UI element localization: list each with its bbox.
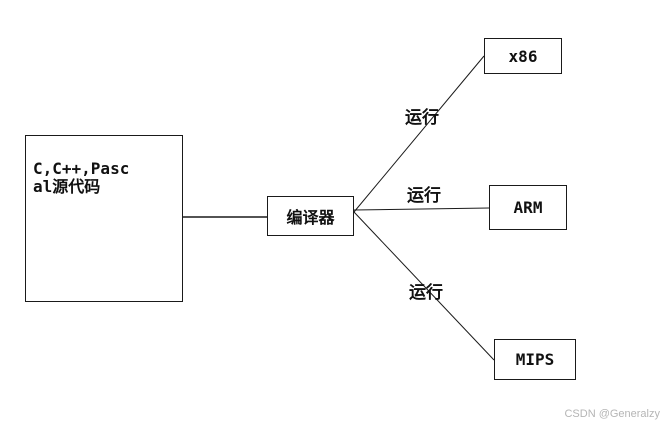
compiler-label: 编译器 [286, 208, 335, 227]
watermark: CSDN @Generalzy [564, 408, 660, 420]
edge-label-run-mips: 运行 [409, 283, 443, 303]
source-code-label-line2: al源代码 [33, 177, 101, 196]
target-label-arm: ARM [513, 198, 543, 217]
compiler-to-arm-line [353, 207, 490, 211]
target-label-x86: x86 [508, 46, 538, 66]
target-box-arm: ARM [489, 185, 567, 230]
compiler-to-x86-line [353, 55, 485, 213]
target-label-mips: MIPS [515, 350, 555, 369]
source-code-label-line1: C,C++,Pasc [33, 159, 130, 178]
compiler-box: 编译器 [267, 196, 354, 236]
edge-label-run-x86: 运行 [405, 108, 439, 128]
target-box-mips: MIPS [494, 339, 576, 380]
compiler-to-mips-line [353, 211, 495, 361]
target-box-x86: x86 [484, 38, 562, 74]
source-code-box: C,C++,Pasc al源代码 [25, 135, 183, 302]
edge-label-run-arm: 运行 [407, 186, 441, 206]
